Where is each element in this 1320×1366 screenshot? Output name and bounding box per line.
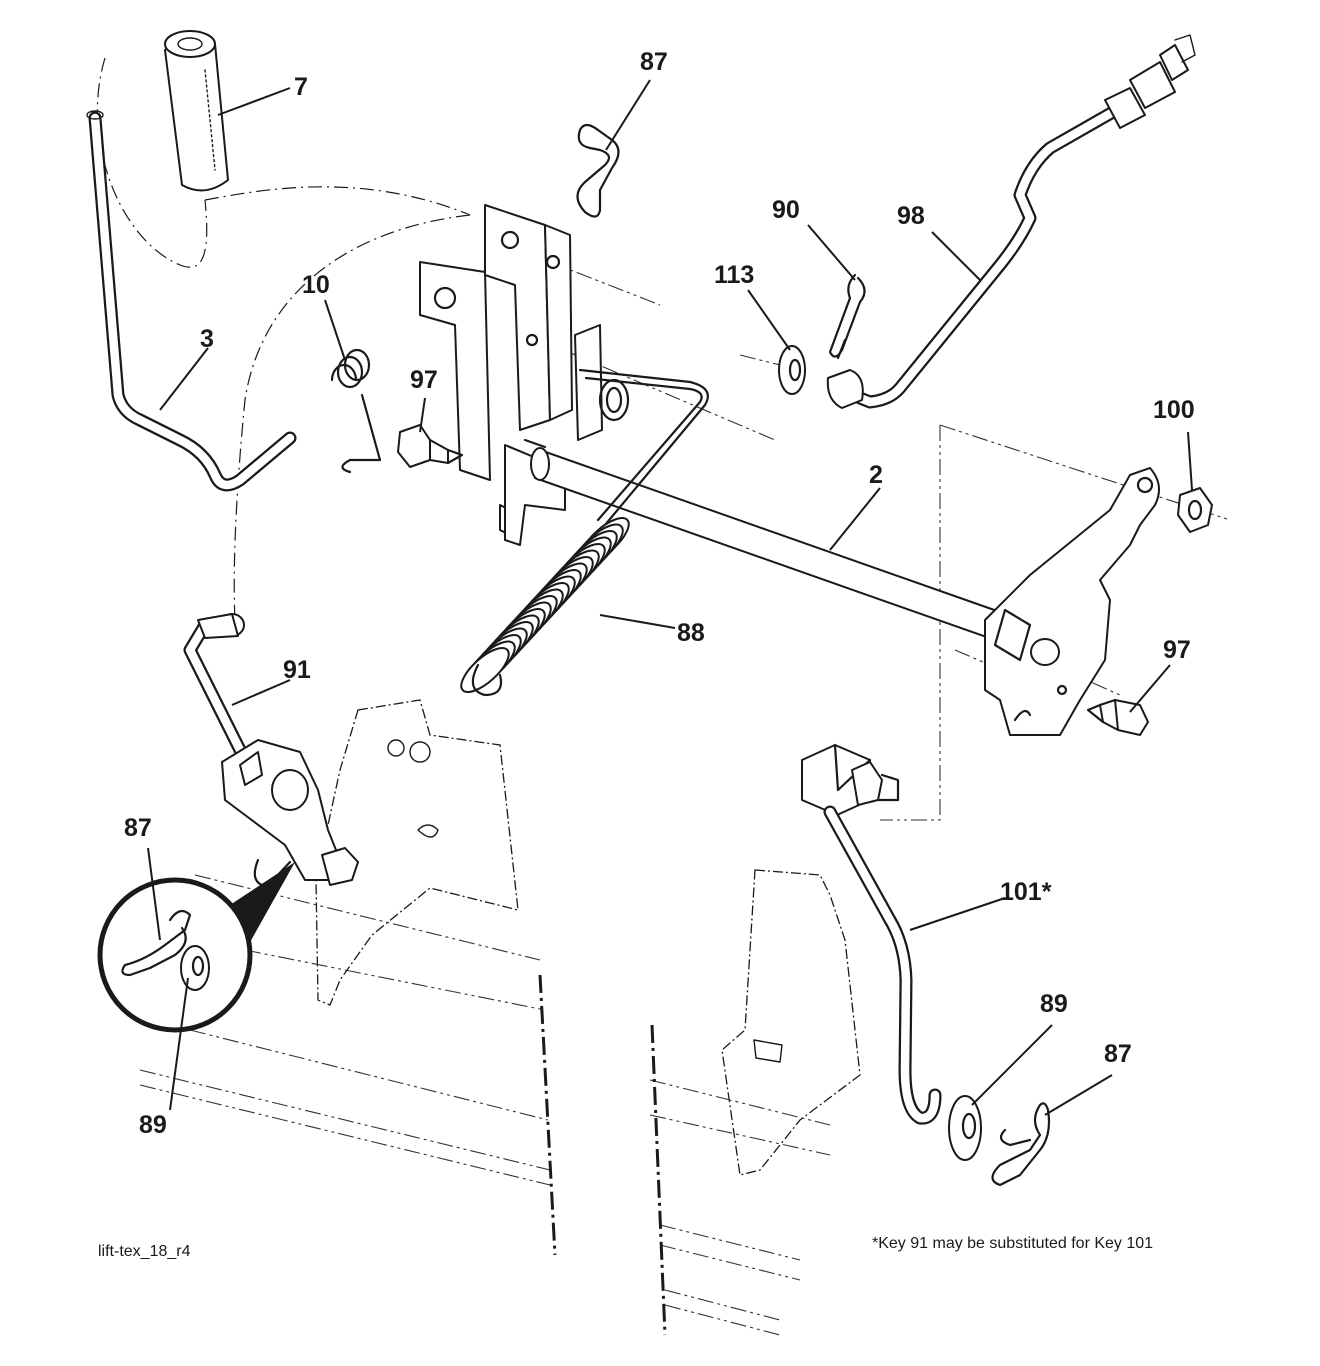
bolt-97-right [1086, 699, 1149, 736]
callout-3: 3 [200, 325, 214, 353]
lift-lever [86, 110, 297, 492]
hair-pin-87-right [991, 1102, 1051, 1187]
callout-89-right: 89 [1040, 990, 1068, 1018]
washer-113 [778, 345, 806, 395]
torsion-spring [330, 348, 382, 474]
callout-98: 98 [897, 202, 925, 230]
spring-hook-wire [578, 368, 709, 527]
detail-inset [97, 862, 295, 1033]
substitution-footnote: *Key 91 may be substituted for Key 101 [872, 1235, 1153, 1252]
diagram-code: lift-tex_18_r4 [98, 1243, 191, 1260]
callout-2: 2 [869, 461, 883, 489]
lift-link [183, 613, 359, 887]
callout-101: 101* [1000, 878, 1052, 906]
right-frame-plate [721, 869, 861, 1176]
cotter-pin-90 [828, 273, 866, 360]
callout-87-left: 87 [124, 814, 152, 842]
assembly-path-lever [96, 57, 471, 621]
callout-89-left: 89 [139, 1111, 167, 1139]
callout-91: 91 [283, 656, 311, 684]
callout-90: 90 [772, 196, 800, 224]
callout-100: 100 [1153, 396, 1195, 424]
adjust-rod [826, 34, 1196, 409]
spring-coil [460, 647, 510, 693]
leader-lines [147, 79, 1193, 1116]
alt-lift-link [801, 743, 942, 1125]
bolt-97-left [397, 424, 464, 468]
callout-88: 88 [677, 619, 705, 647]
callout-87-top: 87 [640, 48, 668, 76]
washer-89-right [948, 1095, 982, 1161]
callout-labels: 7 87 90 98 113 10 3 97 100 2 88 97 91 87… [124, 48, 1195, 1139]
callout-87-right: 87 [1104, 1040, 1132, 1068]
callout-97-left: 97 [410, 366, 438, 394]
cross-shaft [523, 438, 1001, 641]
right-pivot-arm [984, 467, 1160, 736]
callout-97-right: 97 [1163, 636, 1191, 664]
handle-grip [164, 30, 229, 192]
callout-7: 7 [294, 73, 308, 101]
hair-pin-87-top [576, 123, 620, 218]
spring-end-hook [471, 663, 503, 697]
callout-10: 10 [302, 271, 330, 299]
nut-100 [1177, 487, 1213, 533]
extension-spring [460, 517, 630, 697]
callout-113: 113 [714, 261, 754, 289]
